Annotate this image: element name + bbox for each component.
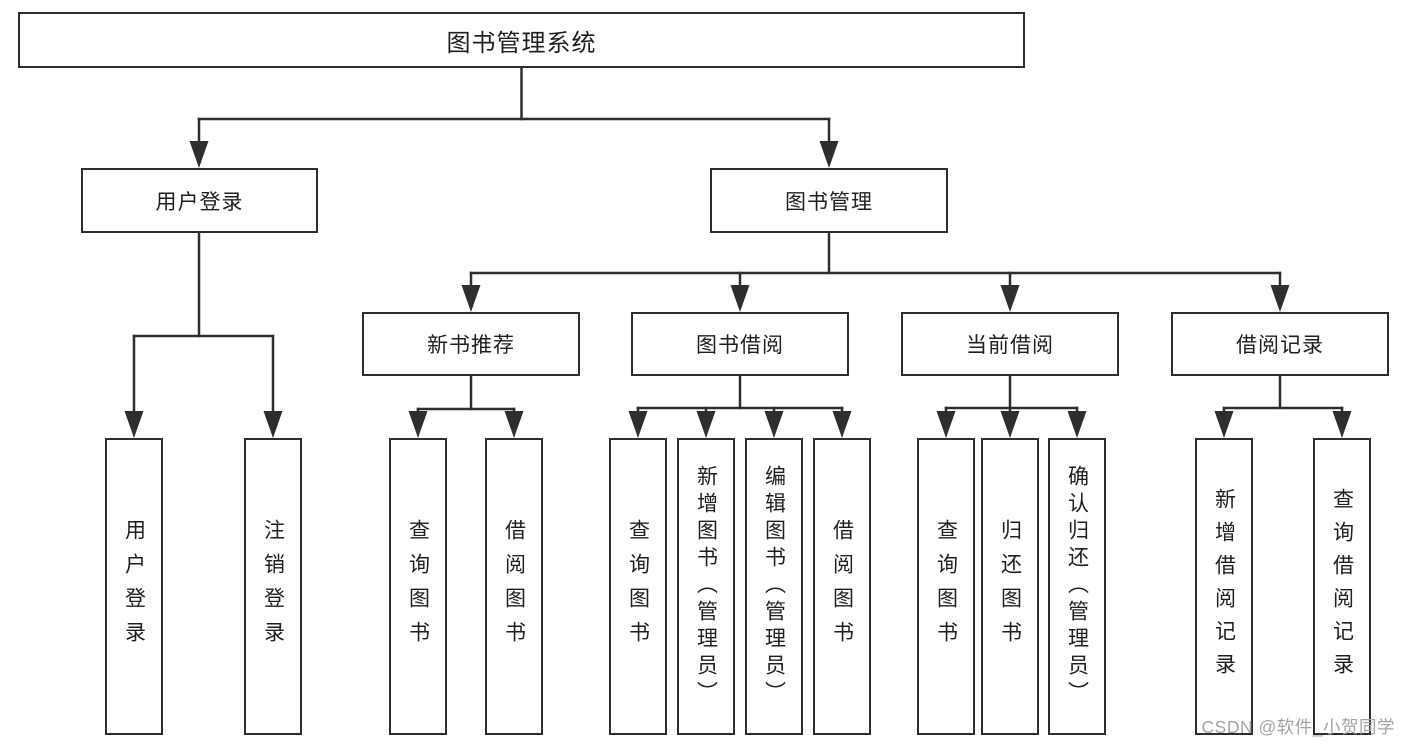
node-label: 编辑图书（管理员）: [762, 465, 786, 708]
leaf-br-query-record: 查询借阅记录: [1313, 438, 1371, 735]
leaf-nbr-query-books: 查询图书: [389, 438, 447, 735]
node-label: 确认归还（管理员）: [1065, 465, 1089, 708]
node-borrowing-records: 借阅记录: [1171, 312, 1389, 376]
csdn-watermark: CSDN @软件_小贺同学: [1201, 717, 1395, 737]
node-label: 借阅图书: [830, 518, 854, 655]
node-label: 当前借阅: [966, 334, 1054, 357]
node-label: 借阅图书: [502, 518, 526, 655]
node-current-borrowing: 当前借阅: [901, 312, 1119, 376]
node-label: 图书管理: [785, 190, 873, 214]
node-label: 查询图书: [626, 518, 650, 655]
leaf-logout: 注销登录: [244, 438, 302, 735]
leaf-user-login: 用户登录: [105, 438, 163, 735]
node-label: 新增图书（管理员）: [694, 465, 718, 708]
leaf-nbr-borrow-books: 借阅图书: [485, 438, 543, 735]
node-user-login: 用户登录: [81, 168, 318, 233]
leaf-bb-query-books: 查询图书: [609, 438, 667, 735]
leaf-br-add-record: 新增借阅记录: [1195, 438, 1253, 735]
node-label: 注销登录: [261, 518, 285, 655]
node-new-book-recommend: 新书推荐: [362, 312, 580, 376]
node-label: 查询图书: [934, 518, 958, 655]
node-label: 查询借阅记录: [1330, 487, 1354, 686]
node-label: 借阅记录: [1236, 334, 1324, 357]
leaf-bb-add-books-admin: 新增图书（管理员）: [677, 438, 735, 735]
node-label: 新增借阅记录: [1212, 487, 1236, 686]
node-label: 用户登录: [122, 518, 146, 655]
leaf-bb-edit-books-admin: 编辑图书（管理员）: [745, 438, 803, 735]
node-library-management-system: 图书管理系统: [18, 12, 1025, 68]
node-label: 新书推荐: [427, 334, 515, 357]
node-label: 用户登录: [155, 190, 244, 214]
node-book-management: 图书管理: [710, 168, 948, 233]
node-label: 归还图书: [998, 518, 1022, 655]
leaf-cb-confirm-return-admin: 确认归还（管理员）: [1048, 438, 1106, 735]
leaf-cb-return-books: 归还图书: [981, 438, 1039, 735]
leaf-cb-query-books: 查询图书: [917, 438, 975, 735]
node-label: 查询图书: [406, 518, 430, 655]
node-label: 图书管理系统: [446, 29, 597, 57]
node-label: 图书借阅: [696, 334, 784, 357]
node-book-borrowing: 图书借阅: [631, 312, 849, 376]
leaf-bb-borrow-books: 借阅图书: [813, 438, 871, 735]
